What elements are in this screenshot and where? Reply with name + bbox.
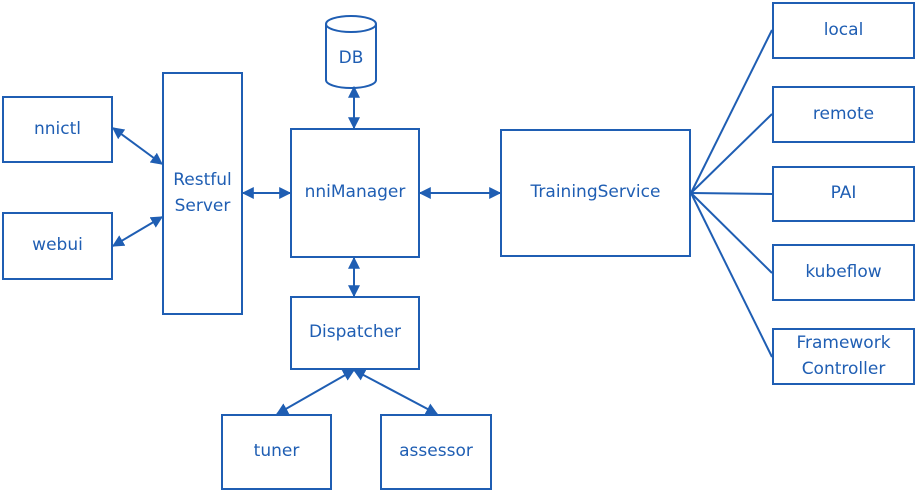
trainingservice-label: TrainingService bbox=[530, 182, 661, 203]
pai-label: PAI bbox=[830, 183, 857, 204]
pai-box: PAI bbox=[772, 166, 915, 222]
framework-controller-box: Framework Controller bbox=[772, 328, 915, 385]
training-kubeflow-line bbox=[690, 192, 773, 274]
local-label: local bbox=[823, 19, 864, 40]
remote-box: remote bbox=[772, 86, 915, 143]
assessor-box: assessor bbox=[380, 414, 492, 490]
dispatcher-box: Dispatcher bbox=[290, 296, 420, 370]
local-box: local bbox=[772, 2, 915, 59]
dispatcher-assessor-arrow bbox=[352, 369, 439, 415]
webui-restful-arrow bbox=[111, 216, 164, 247]
dispatcher-tuner-arrow bbox=[275, 369, 356, 415]
db-label: DB bbox=[338, 48, 364, 68]
tuner-label: tuner bbox=[253, 441, 300, 462]
kubeflow-label: kubeflow bbox=[805, 261, 882, 282]
dispatcher-label: Dispatcher bbox=[308, 322, 402, 343]
assessor-label: assessor bbox=[399, 441, 473, 462]
kubeflow-box: kubeflow bbox=[772, 244, 915, 301]
restful-server-label: Restful Server bbox=[173, 170, 232, 216]
training-local-line bbox=[690, 29, 773, 194]
webui-box: webui bbox=[2, 212, 113, 280]
nnimanager-label: nniManager bbox=[304, 182, 406, 203]
nnictl-restful-arrow bbox=[112, 127, 163, 165]
training-pai-line bbox=[690, 192, 773, 195]
nnictl-label: nnictl bbox=[33, 118, 81, 139]
webui-label: webui bbox=[32, 235, 83, 256]
remote-label: remote bbox=[812, 103, 875, 124]
restful-server-box: Restful Server bbox=[162, 72, 243, 315]
nnictl-box: nnictl bbox=[2, 96, 113, 163]
trainingservice-box: TrainingService bbox=[500, 129, 691, 257]
training-framework-line bbox=[690, 192, 773, 358]
framework-controller-label: Framework Controller bbox=[796, 333, 891, 379]
nnimanager-box: nniManager bbox=[290, 128, 420, 258]
tuner-box: tuner bbox=[221, 414, 332, 490]
training-remote-line bbox=[690, 113, 773, 194]
